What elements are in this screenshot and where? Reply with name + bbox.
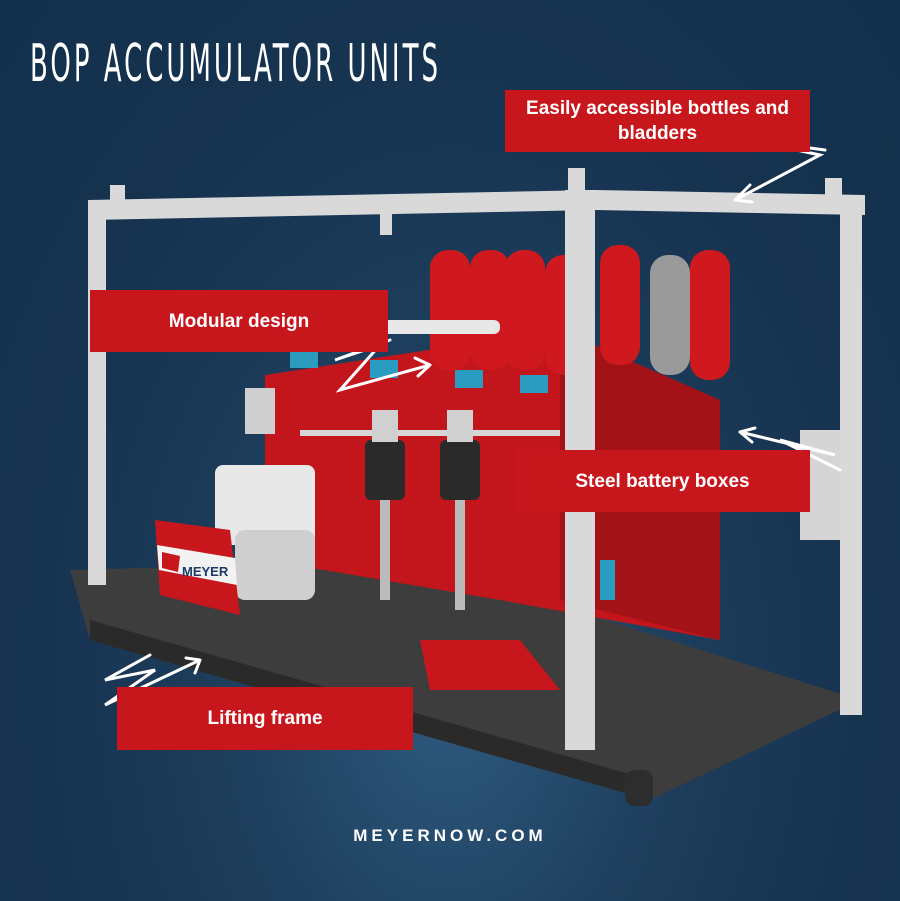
- toolbox-band: [157, 545, 237, 585]
- skid-pipe: [625, 770, 653, 806]
- floor-plate: [420, 640, 560, 690]
- control-valves: [290, 350, 548, 393]
- air-pumps: [365, 410, 480, 610]
- filter: [600, 560, 615, 600]
- engine: [215, 465, 315, 600]
- lifting-frame: [88, 168, 865, 750]
- website-footer: MEYERNOW.COM: [353, 826, 547, 845]
- meyer-logo-mark: [162, 552, 180, 572]
- callout-battery-boxes: Steel battery boxes: [515, 450, 810, 512]
- meyer-logo: MEYER: [182, 564, 229, 579]
- callout-bottles: Easily accessible bottles and bladders: [505, 90, 810, 152]
- gauge-panel: [245, 388, 275, 434]
- page-title: BOP ACCUMULATOR UNITS: [30, 34, 441, 94]
- callout-lifting-frame: Lifting frame: [117, 687, 413, 750]
- manifold-pipe: [300, 430, 560, 436]
- callout-modular-design: Modular design: [90, 290, 388, 352]
